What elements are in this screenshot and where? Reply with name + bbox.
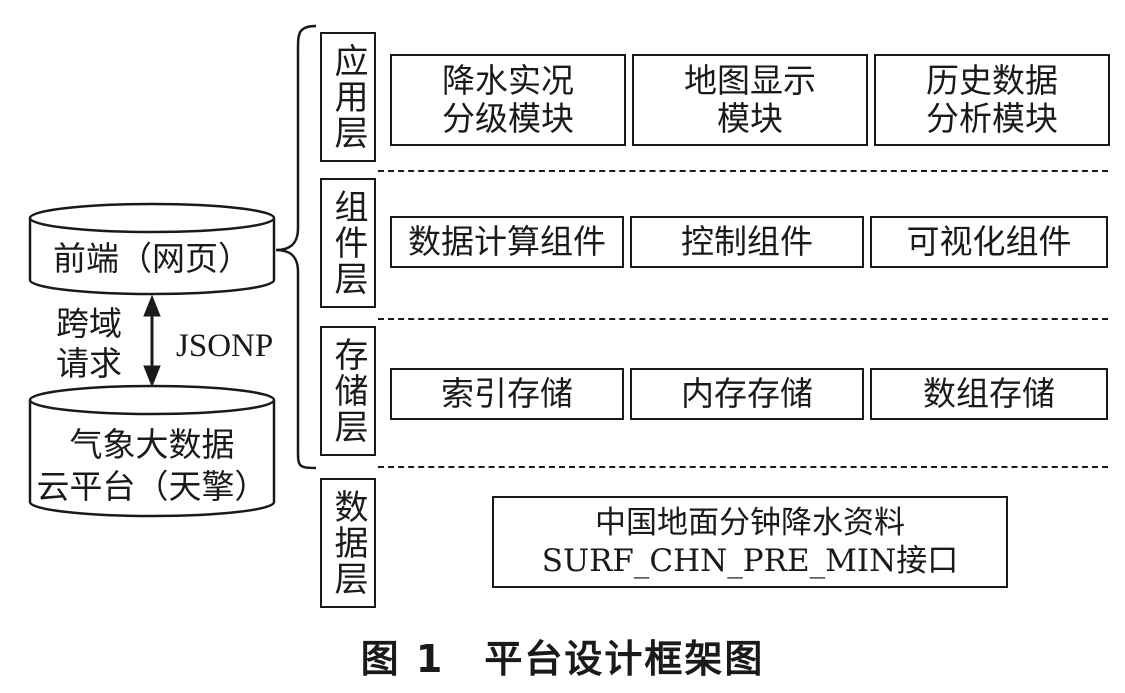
backend-label: 气象大数据 云平台（天擎） [36,425,268,506]
backend-cylinder [28,384,276,518]
frontend-cylinder [28,202,276,296]
layer-label-application: 应用层 [320,32,376,162]
component-data-calc: 数据计算组件 [390,216,624,268]
curly-brace [275,24,317,470]
data-source-interface: 中国地面分钟降水资料 SURF_CHN_PRE_MIN接口 [492,496,1008,588]
component-control: 控制组件 [630,216,864,268]
layer-separator [378,170,1108,172]
module-precip-grading: 降水实况 分级模块 [390,54,626,146]
storage-array: 数组存储 [870,368,1108,420]
module-map-display: 地图显示 模块 [632,54,868,146]
frontend-label: 前端（网页） [53,239,251,278]
storage-index: 索引存储 [390,368,624,420]
protocol-label: JSONP [176,328,274,364]
cross-domain-label: 跨域 请求 [56,304,122,383]
storage-memory: 内存存储 [630,368,864,420]
layer-label-component: 组件层 [320,178,376,308]
layer-separator [378,466,1108,468]
layer-separator [378,318,1108,320]
bidirectional-arrow-icon [143,294,161,388]
module-history-analysis: 历史数据 分析模块 [874,54,1110,146]
layer-label-storage: 存储层 [320,326,376,456]
figure-caption: 图 1 平台设计框架图 [360,637,765,681]
component-visualization: 可视化组件 [870,216,1108,268]
layer-label-data: 数据层 [320,478,376,608]
